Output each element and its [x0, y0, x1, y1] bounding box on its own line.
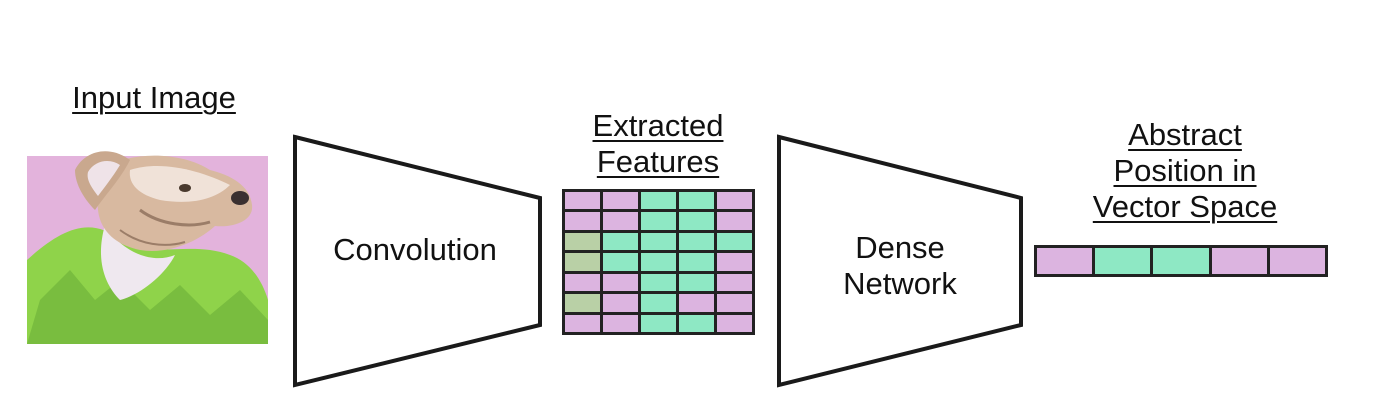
- vector-cell: [1153, 248, 1209, 274]
- feature-cell: [565, 212, 600, 230]
- dense-network-label: Dense Network: [843, 230, 957, 301]
- feature-cell: [717, 273, 752, 292]
- feature-cell: [717, 314, 752, 332]
- feature-cell: [717, 253, 752, 271]
- vector-space-title: Abstract Position in Vector Space: [1092, 117, 1278, 224]
- feature-cell: [717, 192, 752, 210]
- feature-cell: [641, 253, 676, 271]
- input-image: [27, 151, 268, 344]
- feature-cell: [565, 232, 600, 251]
- feature-cell: [565, 192, 600, 210]
- feature-cell: [717, 212, 752, 230]
- feature-cell: [679, 232, 714, 251]
- vector-cell: [1269, 248, 1325, 274]
- feature-cell: [679, 212, 714, 230]
- feature-cell: [679, 314, 714, 332]
- feature-cell: [603, 294, 638, 312]
- vector-row: [1034, 245, 1328, 277]
- feature-cell: [641, 212, 676, 230]
- feature-cell: [565, 314, 600, 332]
- feature-cell: [603, 232, 638, 251]
- feature-cell: [641, 192, 676, 210]
- feature-grid: [562, 189, 755, 335]
- feature-cell: [641, 232, 676, 251]
- feature-cell: [565, 273, 600, 292]
- feature-cell: [603, 192, 638, 210]
- feature-cell: [641, 273, 676, 292]
- extracted-features-title: Extracted Features: [592, 108, 724, 179]
- input-image-title: Input Image: [72, 80, 236, 115]
- feature-cell: [679, 253, 714, 271]
- convolution-block: [293, 134, 542, 388]
- feature-cell: [603, 314, 638, 332]
- feature-cell: [679, 192, 714, 210]
- feature-cell: [565, 294, 600, 312]
- feature-cell: [603, 253, 638, 271]
- vector-cell: [1037, 248, 1093, 274]
- feature-cell: [603, 212, 638, 230]
- feature-cell: [717, 294, 752, 312]
- convolution-label: Convolution: [333, 232, 497, 267]
- vector-cell: [1095, 248, 1151, 274]
- feature-cell: [641, 294, 676, 312]
- feature-cell: [679, 294, 714, 312]
- feature-cell: [603, 273, 638, 292]
- feature-cell: [679, 273, 714, 292]
- dense-network-block: [777, 134, 1023, 388]
- feature-cell: [717, 232, 752, 251]
- feature-cell: [565, 253, 600, 271]
- feature-cell: [641, 314, 676, 332]
- vector-cell: [1211, 248, 1267, 274]
